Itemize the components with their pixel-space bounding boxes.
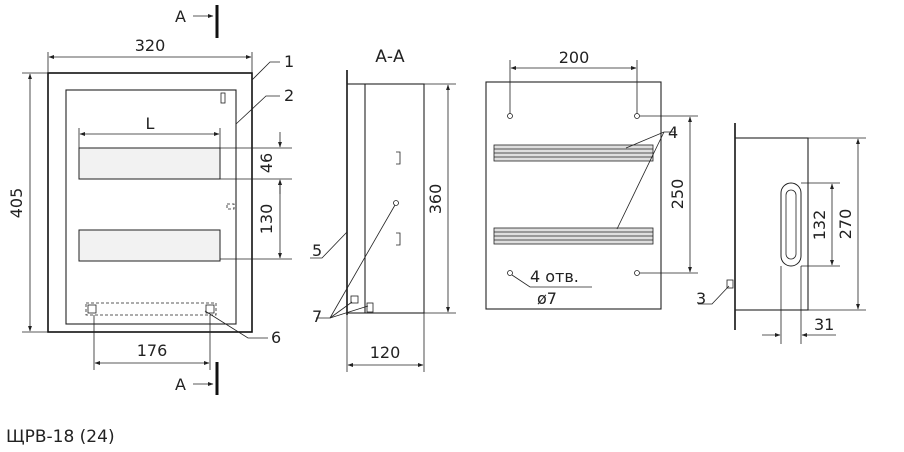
callout-1: 1: [284, 52, 294, 71]
holes-note-diameter: ø7: [537, 289, 557, 308]
dim-span-176: 176: [137, 341, 168, 360]
front-door: [65, 89, 237, 325]
dim-hole-spacing-250: 250: [668, 179, 687, 210]
callout-2: 2: [284, 86, 294, 105]
drawing-caption: ЩРВ-18 (24): [6, 427, 115, 447]
side-body: [734, 137, 809, 311]
section-title: А-А: [375, 47, 405, 67]
dim-slot-height-132: 132: [810, 210, 829, 241]
dim-length-l: L: [146, 114, 155, 133]
dim-height-405: 405: [7, 188, 26, 219]
dim-rail-height-46: 46: [257, 153, 276, 173]
section-view: А-А 360 120 5 7: [310, 47, 456, 372]
callout-4: 4: [668, 123, 678, 142]
terminal-bus-clamp-left: [87, 304, 97, 314]
section-marker-top: А: [175, 7, 186, 26]
callout-5: 5: [312, 241, 322, 260]
terminal-bus: [85, 302, 217, 316]
dim-offset-31: 31: [814, 315, 834, 334]
back-view: 200 250 4 отв. ø7 4: [485, 48, 698, 310]
back-hole-bottom-left: [507, 270, 513, 276]
door-lock-icon: [220, 92, 226, 104]
callout-6: 6: [271, 328, 281, 347]
callout-7: 7: [312, 307, 322, 326]
din-rail-cover-top: [78, 147, 221, 180]
dim-depth-120: 120: [370, 343, 401, 362]
front-outer-frame: [47, 72, 253, 333]
section-marker-bottom: А: [175, 375, 186, 394]
back-hole-bottom-right: [634, 270, 640, 276]
front-view: 320 405 L 46 130 176 А А 1: [7, 5, 294, 395]
holes-note-count: 4 отв.: [530, 267, 579, 286]
back-hole-top-right: [634, 113, 640, 119]
cable-entry-slot: [780, 182, 802, 267]
back-hole-top-left: [507, 113, 513, 119]
dim-width-320: 320: [135, 36, 166, 55]
mount-hole-icon: [393, 200, 399, 206]
section-body: [346, 83, 425, 314]
dim-rail-pitch-130: 130: [257, 204, 276, 235]
ground-screw-icon: [726, 279, 734, 289]
back-panel: [485, 81, 662, 310]
dim-height-360: 360: [426, 184, 445, 215]
dim-hole-spacing-200: 200: [559, 48, 590, 67]
dim-side-height-270: 270: [836, 209, 855, 240]
terminal-bus-clamp-right: [205, 304, 215, 314]
din-rail-cover-bottom: [78, 229, 221, 262]
side-view: 270 132 31 3: [696, 123, 866, 344]
hinge-mark: [226, 203, 235, 210]
callout-3: 3: [696, 289, 706, 308]
